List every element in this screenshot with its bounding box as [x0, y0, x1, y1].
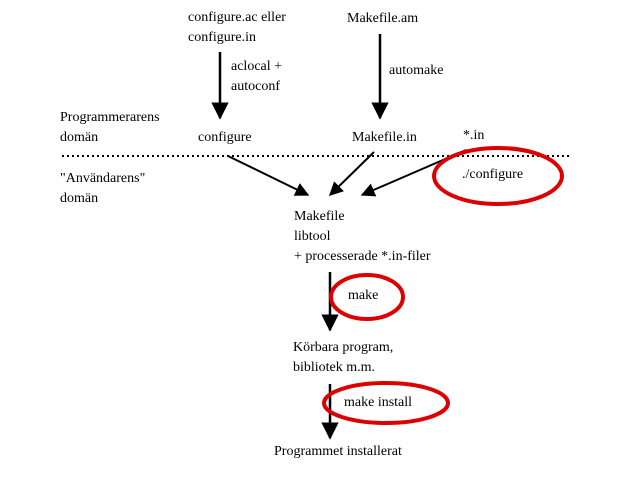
- configure-ac-label: configure.ac eller configure.in: [188, 10, 286, 45]
- arrow-makefile-in-to-makefile: [328, 151, 375, 196]
- makefile-output-label: Makefile libtool + processerade *.in-fil…: [294, 209, 431, 264]
- arrow-configure-to-makefile: [227, 155, 310, 196]
- dot-configure-label: ./configure: [462, 167, 524, 182]
- make-label: make: [348, 288, 379, 303]
- user-domain-label: "Användarens" domän: [60, 171, 146, 206]
- automake-label: automake: [389, 63, 444, 78]
- makefile-am-label: Makefile.am: [347, 11, 419, 26]
- programmer-domain-label: Programmerarens domän: [60, 110, 160, 145]
- installed-label: Programmet installerat: [274, 444, 402, 459]
- aclocal-autoconf-label: aclocal + autoconf: [231, 59, 283, 94]
- configure-label: configure: [198, 130, 252, 145]
- highlight-make: [329, 273, 405, 321]
- programs-label: Körbara program, bibliotek m.m.: [293, 340, 394, 375]
- highlight-dot-configure: [432, 146, 564, 206]
- star-in-label: *.in: [463, 128, 485, 143]
- makefile-in-label: Makefile.in: [352, 130, 417, 145]
- highlight-make-install: [322, 381, 450, 425]
- make-install-label: make install: [344, 395, 413, 410]
